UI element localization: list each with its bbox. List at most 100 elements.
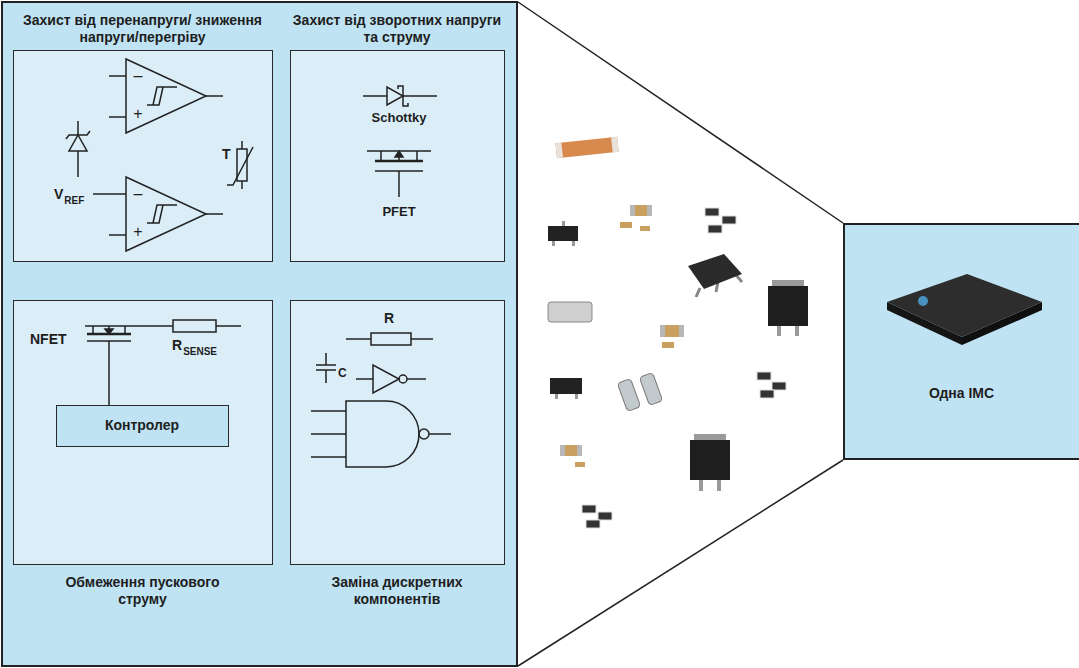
- mlcc-capacitor: [660, 325, 684, 348]
- funnel-line: [518, 2, 843, 223]
- sot23-package: [550, 378, 582, 399]
- package-tab: [694, 434, 726, 441]
- wire: [363, 95, 387, 97]
- wire: [85, 325, 173, 327]
- wire: [109, 234, 126, 236]
- wire: [411, 338, 433, 340]
- wire: [109, 75, 126, 77]
- chip-resistors: [757, 372, 786, 398]
- box-label: Контролер: [57, 417, 227, 434]
- sot23-package: [548, 221, 578, 246]
- comparator-circuit: [14, 51, 274, 263]
- capacitor-body: [662, 342, 674, 348]
- inverter-symbol: [373, 365, 399, 393]
- package-body: [550, 378, 582, 394]
- thermistor-symbol: [237, 149, 247, 181]
- crystal-body: [548, 302, 592, 322]
- nfet-arrow: [105, 329, 113, 334]
- wire: [206, 213, 223, 215]
- package-tab: [772, 280, 804, 287]
- pin-sign: +: [133, 104, 142, 123]
- d2pak-package: [768, 280, 808, 336]
- wire: [206, 95, 223, 97]
- wire: [311, 411, 346, 457]
- mlcc-capacitor: [620, 205, 652, 231]
- chip-resistor: [705, 208, 719, 216]
- resistor-end: [611, 137, 619, 153]
- comparator-symbol: [126, 177, 206, 251]
- hysteresis-symbol: [147, 205, 177, 223]
- capacitor-body: [620, 222, 632, 228]
- signal-name: V: [54, 186, 63, 203]
- pfet-arrow: [395, 151, 403, 157]
- funnel-line: [518, 460, 843, 666]
- part-name: R: [384, 310, 394, 327]
- resistor-symbol: [173, 320, 216, 332]
- resistor-end: [555, 143, 563, 159]
- ic-box: Одна ІМС: [843, 223, 1079, 460]
- wire: [407, 378, 426, 380]
- hysteresis-symbol: [147, 87, 177, 105]
- pin-sign: –: [134, 66, 143, 85]
- chip-resistor: [722, 216, 736, 224]
- wire: [93, 193, 126, 195]
- capacitor-can: [639, 373, 662, 406]
- capacitor-end: [660, 325, 665, 337]
- pin: [736, 275, 742, 282]
- package-body: [768, 286, 808, 326]
- capacitor-body: [575, 462, 585, 467]
- wire: [216, 325, 241, 327]
- wire: [346, 338, 371, 340]
- package-body: [688, 254, 742, 289]
- chip-resistor: [760, 390, 774, 398]
- part-name: T: [222, 146, 231, 163]
- pin-sign: +: [133, 222, 142, 241]
- mlcc-capacitor: [560, 445, 585, 467]
- wire: [77, 121, 79, 135]
- chip-resistor: [586, 520, 600, 528]
- capacitor-can: [617, 379, 640, 412]
- section-heading: Захист від перенапруги/ зниження напруги…: [18, 12, 268, 46]
- d2pak-package: [690, 434, 730, 491]
- part-name: PFET: [382, 204, 415, 220]
- schottky-diode-symbol: [387, 87, 403, 105]
- protection-box: Захист від перенапруги/ зниження напруги…: [13, 50, 273, 262]
- thermistor-symbol: [227, 147, 253, 185]
- capacitor-body: [660, 325, 684, 337]
- capacitor-end: [577, 445, 582, 456]
- chip-resistor: [582, 505, 596, 513]
- chip-resistors: [582, 505, 612, 528]
- capacitor-end: [647, 205, 652, 216]
- part-name: C: [338, 366, 347, 380]
- capacitor-body: [640, 226, 650, 231]
- section-heading: Заміна дискретних компонентів: [290, 574, 505, 608]
- capacitor-body: [630, 205, 652, 216]
- wire: [356, 378, 373, 380]
- discrete-box: Заміна дискретних компонентів: [290, 300, 505, 565]
- wire: [398, 171, 400, 197]
- package-body: [548, 226, 578, 241]
- capacitor-symbol: [316, 353, 336, 383]
- wire: [429, 433, 451, 435]
- resistor-body: [555, 137, 618, 158]
- capacitor-end: [630, 205, 635, 216]
- discrete-symbols: [291, 301, 506, 566]
- pin: [777, 325, 781, 336]
- part-name: Schottky: [372, 110, 427, 126]
- pin: [575, 394, 578, 399]
- part-name: NFET: [30, 331, 67, 348]
- nand-bubble: [419, 429, 429, 439]
- box-label: Одна ІМС: [845, 385, 1078, 402]
- sot223-package: [688, 254, 742, 297]
- pfet-symbol: [367, 151, 431, 161]
- pin: [562, 221, 565, 226]
- capacitor-body: [560, 445, 582, 456]
- chip-resistor: [772, 382, 786, 390]
- inverter-bubble: [399, 375, 407, 383]
- wire: [108, 341, 110, 405]
- wire: [241, 141, 243, 149]
- wire: [403, 95, 437, 97]
- part-subscript: SENSE: [183, 346, 217, 358]
- chip-top: [887, 274, 1042, 337]
- ic-chip-picture: [845, 225, 1079, 462]
